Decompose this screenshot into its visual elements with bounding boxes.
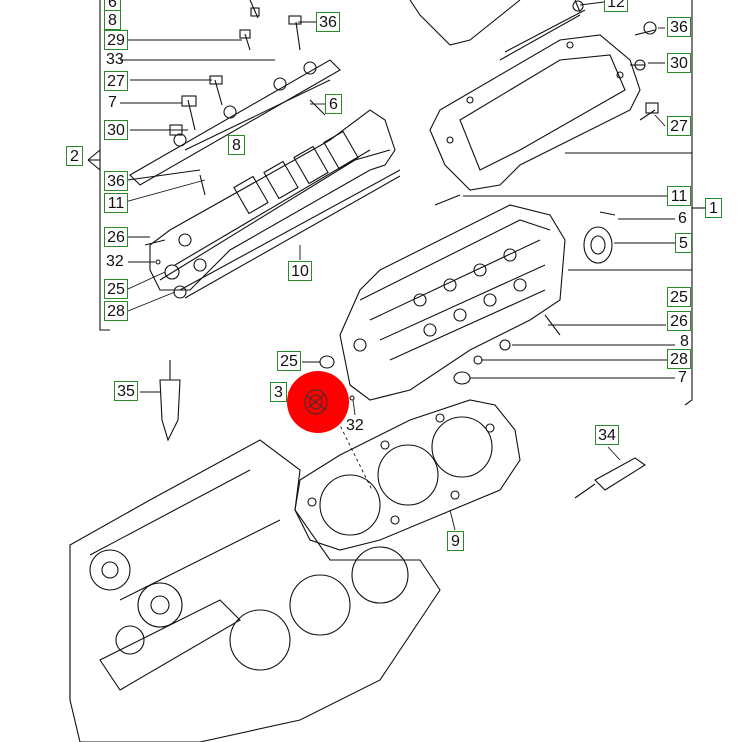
callout-7-left[interactable]: 7: [108, 94, 117, 111]
callout-34[interactable]: 34: [595, 425, 619, 445]
callout-28-right[interactable]: 28: [667, 349, 691, 369]
camshaft-housing-drawing: [149, 109, 401, 299]
callout-32-left[interactable]: 32: [106, 253, 124, 270]
callout-2[interactable]: 2: [66, 146, 83, 166]
callout-1[interactable]: 1: [705, 198, 722, 218]
callout-26-right[interactable]: 26: [667, 311, 691, 331]
callout-25-center[interactable]: 25: [277, 351, 301, 371]
callout-3-highlighted[interactable]: 3: [270, 382, 287, 402]
callout-28-left[interactable]: 28: [104, 301, 128, 321]
callout-10[interactable]: 10: [288, 261, 312, 281]
engine-block-drawing: [69, 439, 441, 742]
camshaft-drawing: [129, 59, 341, 186]
callout-6-right[interactable]: 6: [678, 210, 687, 227]
callout-11-left[interactable]: 11: [104, 193, 128, 213]
callout-29[interactable]: 29: [104, 30, 128, 50]
callout-26-left[interactable]: 26: [104, 227, 128, 247]
sealant-cartridge-drawing: [159, 360, 181, 442]
callout-8-top[interactable]: 8: [104, 10, 121, 30]
callout-36-right[interactable]: 36: [667, 17, 691, 37]
seal-ring-drawing: [319, 355, 335, 369]
part-3-drawing: [304, 389, 328, 415]
callout-9[interactable]: 9: [447, 531, 464, 551]
callout-25-right[interactable]: 25: [667, 287, 691, 307]
callout-27-right[interactable]: 27: [667, 116, 691, 136]
callout-36-top[interactable]: 36: [316, 12, 340, 32]
highlight-marker: [287, 371, 349, 433]
callout-36-left[interactable]: 36: [104, 171, 128, 191]
callout-5[interactable]: 5: [675, 233, 692, 253]
bolts-left: [144, 0, 326, 299]
callout-11-right[interactable]: 11: [667, 186, 691, 206]
callout-27-left[interactable]: 27: [104, 71, 128, 91]
callout-30-right[interactable]: 30: [667, 53, 691, 73]
callout-8-mid[interactable]: 8: [228, 135, 245, 155]
callout-6-midtop[interactable]: 6: [325, 94, 342, 114]
callout-30-left[interactable]: 30: [104, 120, 128, 140]
bolts-right: [434, 0, 659, 385]
callout-12[interactable]: 12: [604, 0, 628, 12]
callout-8-right[interactable]: 8: [680, 333, 689, 350]
callout-32-center[interactable]: 32: [346, 417, 364, 434]
bracket-right-group: [684, 0, 693, 406]
callout-33[interactable]: 33: [106, 51, 124, 68]
callout-25-left[interactable]: 25: [104, 279, 128, 299]
valve-cover-drawing: [409, 0, 641, 191]
callout-35[interactable]: 35: [114, 381, 138, 401]
bracket-left-group: [99, 0, 110, 331]
head-gasket-drawing: [294, 399, 521, 551]
cylinder-head-drawing: [339, 204, 566, 401]
leader-lines: [120, 1, 692, 531]
callout-7-right[interactable]: 7: [678, 369, 687, 386]
sealant-tube-drawing: [574, 457, 646, 499]
